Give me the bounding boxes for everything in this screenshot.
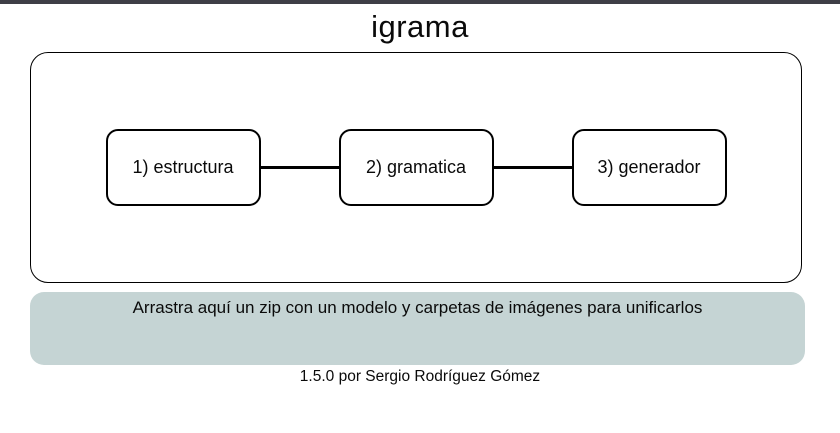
workflow-row: 1) estructura 2) gramatica 3) generador bbox=[105, 129, 727, 206]
version-credit-text: 1.5.0 por Sergio Rodríguez Gómez bbox=[299, 368, 541, 385]
step-button-gramatica[interactable]: 2) gramatica bbox=[338, 129, 494, 206]
connector-line bbox=[260, 166, 339, 169]
window-top-bar bbox=[0, 0, 840, 4]
step-button-generador[interactable]: 3) generador bbox=[571, 129, 727, 206]
step-button-estructura[interactable]: 1) estructura bbox=[105, 129, 261, 206]
workflow-panel: 1) estructura 2) gramatica 3) generador bbox=[30, 52, 802, 283]
zip-dropzone[interactable]: Arrastra aquí un zip con un modelo y car… bbox=[30, 292, 805, 365]
dropzone-label: Arrastra aquí un zip con un modelo y car… bbox=[132, 298, 703, 317]
connector-line bbox=[493, 166, 572, 169]
app-title: igrama bbox=[371, 9, 469, 44]
